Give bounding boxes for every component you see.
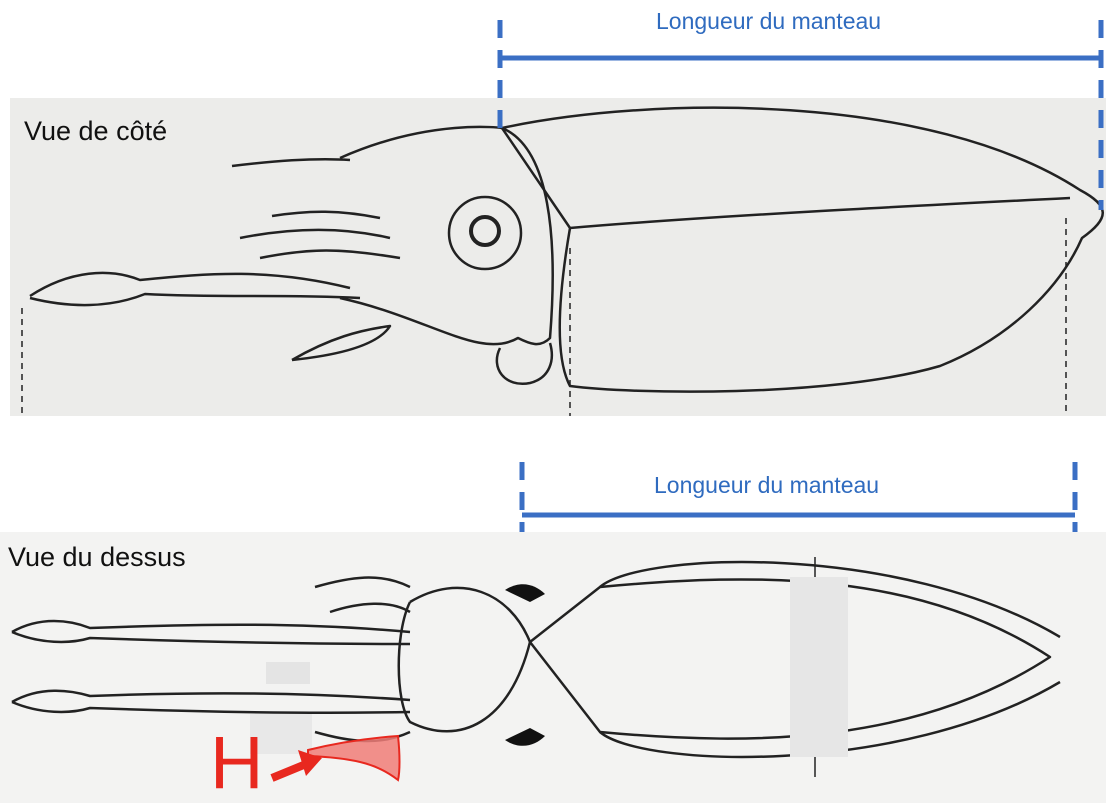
arm-3 [240, 230, 390, 238]
arm-top-1 [315, 578, 410, 587]
eye-lower [505, 728, 545, 746]
arm-4 [260, 251, 400, 259]
marker-arrow [272, 764, 306, 778]
side-view-label: Vue de côté [24, 116, 167, 147]
side-view-squid-drawing [10, 98, 1106, 416]
arm-1 [232, 159, 350, 166]
fin-line [570, 198, 1070, 228]
tentacle-upper-b [12, 632, 410, 644]
side-measure-label: Longueur du manteau [656, 8, 881, 35]
side-view-panel: Vue de côté [10, 98, 1106, 416]
top-view-panel: Vue du dessus H [0, 532, 1106, 803]
arm-top-2 [330, 604, 410, 612]
width-bar [790, 577, 848, 757]
top-view-label: Vue du dessus [8, 542, 186, 573]
head [399, 588, 530, 731]
tentacle-lower [12, 691, 410, 702]
eye-outer [449, 197, 521, 269]
funnel [497, 343, 552, 384]
tentacle-lower-b [12, 702, 410, 713]
top-measure-label: Longueur du manteau [654, 472, 879, 499]
eye-upper [505, 584, 545, 602]
tentacle-lower [30, 294, 360, 305]
mantle-outline [502, 108, 1103, 392]
ventral-arm [292, 326, 390, 360]
marker-h-label: H [210, 726, 263, 800]
arm-2 [272, 212, 380, 218]
tentacle-upper [12, 621, 410, 632]
tentacle [30, 273, 350, 296]
gray-box [266, 662, 310, 684]
eye-inner [471, 217, 499, 245]
